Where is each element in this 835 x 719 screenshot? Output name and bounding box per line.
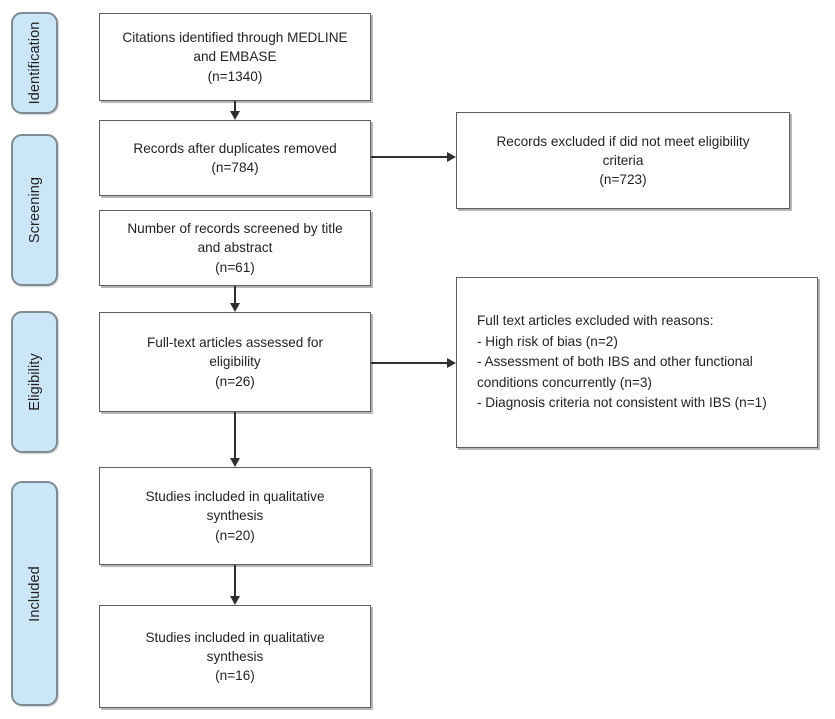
connector-fulltext-to-qualitative	[230, 412, 240, 467]
box-full-text-excluded-text: Full text articles excluded with reasons…	[477, 312, 767, 411]
connector-qualitative-to-final	[230, 565, 240, 605]
connector-duplicates-to-excluded	[371, 152, 457, 162]
box-records-after-duplicates-text: Records after duplicates removed (n=784)	[133, 140, 337, 175]
stage-pill-eligibility: Eligibility	[11, 311, 58, 453]
stage-pill-included: Included	[11, 481, 58, 706]
stage-pill-screening: Screening	[11, 134, 58, 286]
arrow-right-icon	[447, 358, 456, 368]
connector-identified-to-duplicates	[230, 101, 240, 120]
box-studies-qualitative-synthesis: Studies included in qualitative synthesi…	[99, 467, 371, 565]
arrow-down-icon	[230, 303, 240, 312]
arrow-down-icon	[230, 596, 240, 605]
box-studies-qualitative-synthesis-2: Studies included in qualitative synthesi…	[99, 605, 371, 708]
stage-label-included: Included	[26, 565, 43, 622]
box-citations-identified: Citations identified through MEDLINE and…	[99, 13, 371, 101]
box-full-text-assessed: Full-text articles assessed for eligibil…	[99, 312, 371, 412]
box-full-text-excluded: Full text articles excluded with reasons…	[456, 277, 818, 448]
stage-pill-identification: Identification	[11, 12, 58, 114]
box-citations-identified-text: Citations identified through MEDLINE and…	[122, 30, 348, 84]
stage-label-identification: Identification	[26, 21, 43, 105]
box-studies-qualitative-synthesis-2-text: Studies included in qualitative synthesi…	[145, 629, 325, 684]
box-records-screened: Number of records screened by title and …	[99, 210, 371, 286]
box-records-screened-text: Number of records screened by title and …	[127, 221, 343, 275]
arrow-right-icon	[447, 152, 456, 162]
box-records-after-duplicates: Records after duplicates removed (n=784)	[99, 120, 371, 196]
box-records-excluded-text: Records excluded if did not meet eligibi…	[496, 133, 750, 188]
stage-label-screening: Screening	[26, 176, 43, 244]
connector-screened-to-fulltext	[230, 286, 240, 312]
arrow-down-icon	[230, 111, 240, 120]
box-studies-qualitative-synthesis-text: Studies included in qualitative synthesi…	[145, 489, 325, 543]
connector-fulltext-to-excluded	[371, 358, 457, 368]
stage-label-eligibility: Eligibility	[26, 353, 43, 411]
box-records-excluded: Records excluded if did not meet eligibi…	[456, 112, 790, 209]
arrow-down-icon	[230, 458, 240, 467]
box-full-text-assessed-text: Full-text articles assessed for eligibil…	[146, 335, 324, 389]
